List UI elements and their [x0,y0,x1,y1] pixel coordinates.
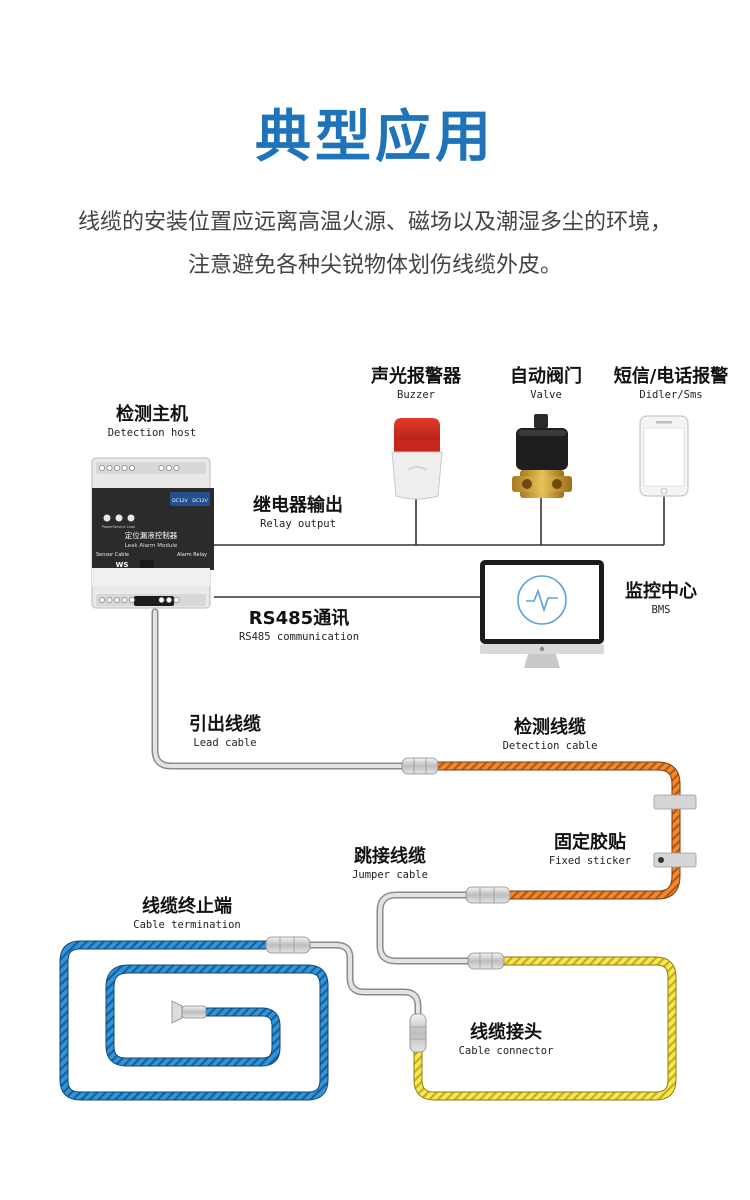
terminal-screw [121,464,128,471]
label-cn: 监控中心 [625,581,697,602]
terminal-screw [99,597,106,604]
label-en: Jumper cable [352,868,428,881]
module-terminals [99,464,180,604]
terminal-screw [106,464,113,471]
label-en: BMS [651,603,671,616]
label-en: Cable connector [458,1044,554,1057]
module-led-label-service: Service [113,525,126,529]
smartphone-icon [639,415,689,497]
terminal-screw [173,597,180,604]
module-name-cn: 定位漏液控制器 [125,530,178,540]
terminal-screw [173,464,180,471]
module-led-label-power: Power [102,525,113,529]
alarm-light-icon [391,418,443,500]
page-title: 典型应用 [255,105,495,170]
label-cn: 线缆终止端 [142,896,232,917]
description-line-2: 注意避免各种尖锐物体划伤线缆外皮。 [187,253,562,278]
label-en: Buzzer [397,388,435,401]
label-detection-host: 检测主机 Detection host [72,405,232,439]
terminal-screw [121,597,128,604]
label-cn: 引出线缆 [189,714,261,735]
label-cn: 自动阀门 [510,366,582,387]
fixed-sticker-upper [653,794,697,810]
terminal-screw [114,597,121,604]
label-cn: 短信/电话报警 [613,366,729,387]
terminal-screw [128,597,135,604]
label-en: Relay output [260,517,336,530]
relay-wires [214,496,665,546]
label-en: Detection host [107,426,197,439]
terminal-screw [158,464,165,471]
label-cn: 固定胶贴 [554,832,626,853]
label-relay-output: 继电器输出 Relay output [228,496,368,530]
label-lead-cable: 引出线缆 Lead cable [170,715,280,749]
label-rs485: RS485通讯 RS485 communication [224,609,374,643]
terminal-screw [106,597,113,604]
connector-jumper-yellow [467,952,505,970]
label-en: RS485 communication [238,630,360,643]
module-power-label-2: DC12V [192,498,208,504]
label-cn: 检测线缆 [514,717,586,738]
module-alarm-label: Alarm Relay [177,552,207,558]
terminal-screw [114,464,121,471]
connector-orange-jumper [465,886,511,904]
label-detection-cable: 检测线缆 Detection cable [490,718,610,752]
terminal-screw [99,464,106,471]
connector-blue-jumper [265,936,311,954]
label-buzzer: 声光报警器 Buzzer [346,367,486,401]
terminal-screw [165,597,172,604]
label-cn: 继电器输出 [253,495,343,516]
detection-host-module [91,457,214,609]
label-cn: RS485通讯 [248,608,350,629]
module-power-label-1: DC12V [172,498,188,504]
jumper-cable [376,891,468,965]
label-cn: 跳接线缆 [354,846,426,867]
label-en: Didler/Sms [639,388,703,401]
label-jumper-cable: 跳接线缆 Jumper cable [330,847,450,881]
label-fixed-sticker: 固定胶贴 Fixed sticker [530,833,650,867]
heartbeat-icon [517,575,567,625]
terminal-screw [158,597,165,604]
label-valve: 自动阀门 Valve [486,367,606,401]
label-cn: 声光报警器 [371,366,461,387]
label-en: Valve [530,388,562,401]
fixed-sticker-lower [653,852,697,868]
label-sms: 短信/电话报警 Didler/Sms [596,367,746,401]
label-en: Detection cable [502,739,598,752]
label-en: Fixed sticker [548,854,632,867]
detection-cable-orange [438,761,681,900]
module-sensor-label: Sensor Cable [96,552,129,558]
connector-lead-detection [401,757,439,775]
label-cable-connector: 线缆接头 Cable connector [446,1023,566,1057]
cable-connector [409,1013,427,1053]
solenoid-valve-icon [512,414,572,498]
description-line-1: 线缆的安装位置应远离高温火源、磁场以及潮湿多尘的环境， [77,210,672,235]
module-led-label-leak: Leak [127,525,136,529]
label-en: Cable termination [133,918,241,931]
module-name-en: Leak Alarm Module [125,543,178,549]
label-cn: 线缆接头 [470,1022,542,1043]
label-bms: 监控中心 BMS [606,582,716,616]
label-en: Lead cable [193,736,257,749]
cable-termination-plug [171,1000,207,1024]
label-cable-termination: 线缆终止端 Cable termination [112,897,262,931]
label-cn: 检测主机 [116,404,188,425]
terminal-screw [165,464,172,471]
terminal-screw [128,464,135,471]
module-logo: WS [116,561,129,569]
